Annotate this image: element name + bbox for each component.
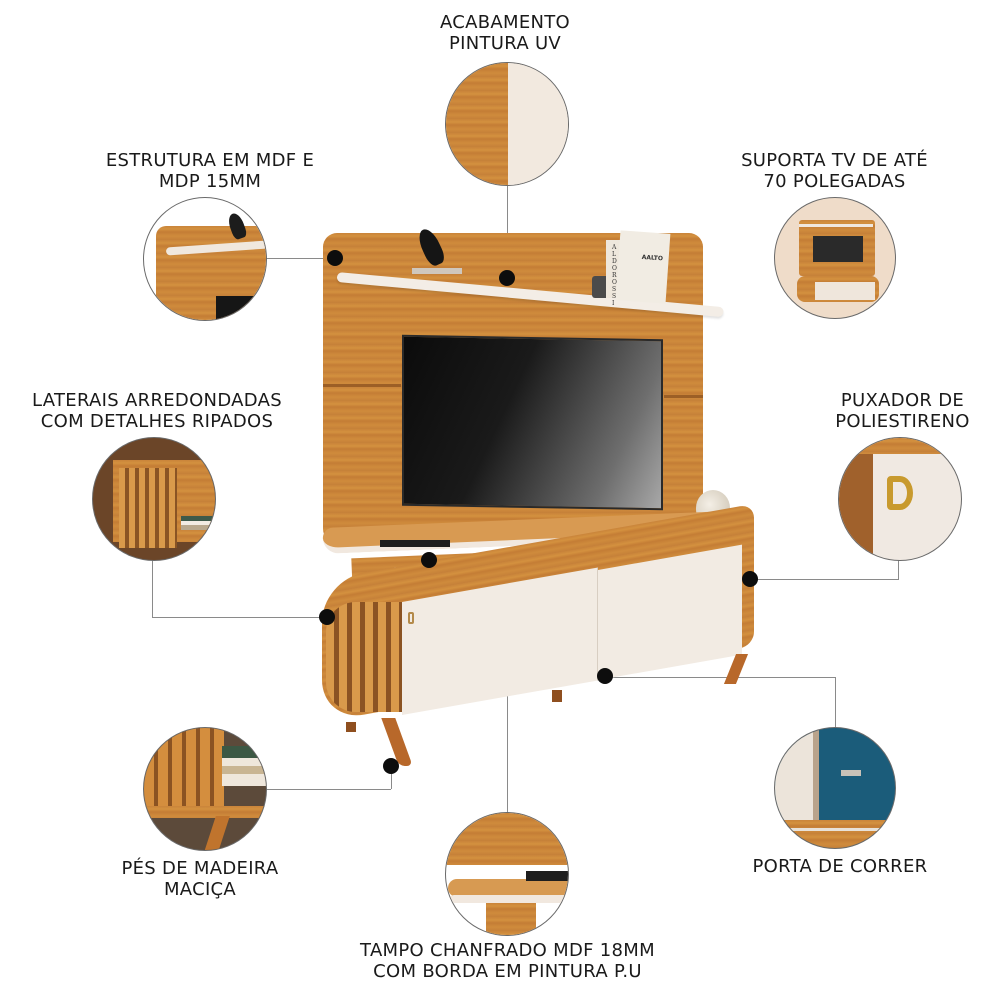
television	[402, 334, 663, 511]
rail-track	[775, 828, 895, 831]
book-title: AALTO	[641, 253, 664, 263]
tampo-panel	[446, 813, 568, 865]
detail-circle-pes	[143, 727, 267, 851]
detail-circle-suporta-tv	[774, 197, 896, 319]
bird-base	[412, 268, 462, 274]
label-puxador: PUXADOR DE POLIESTIRENO	[820, 390, 985, 432]
door-panel	[775, 728, 813, 820]
label-line: LATERAIS ARREDONDADAS	[32, 390, 282, 411]
connector-pes-h	[265, 789, 391, 790]
label-line: ACABAMENTO	[439, 12, 571, 33]
thumb-shelf	[799, 224, 873, 227]
connector-porta-v	[835, 677, 836, 727]
label-line: COM DETALHES RIPADOS	[40, 411, 274, 432]
leg-base	[144, 806, 266, 818]
detail-circle-puxador	[838, 437, 962, 561]
handle-icon	[887, 476, 913, 510]
connector-laterais-h	[152, 617, 327, 618]
door-handle-icon	[408, 612, 414, 624]
frame-top	[839, 438, 961, 454]
callout-dot-acabamento[interactable]	[499, 270, 515, 286]
wooden-leg-icon	[204, 816, 230, 850]
label-line: MACIÇA	[163, 879, 237, 900]
leg-slats	[144, 728, 224, 808]
tv-corner	[216, 296, 266, 320]
tampo-edge	[450, 895, 568, 903]
label-estrutura: ESTRUTURA EM MDF E MDP 15MM	[85, 150, 335, 192]
frame-side	[839, 454, 873, 560]
connector-puxador-v	[898, 560, 899, 580]
leg-back-middle	[552, 690, 562, 702]
door-edge	[813, 728, 819, 820]
book-spine-text: A L D O R O S S I	[612, 244, 617, 307]
callout-dot-estrutura[interactable]	[327, 250, 343, 266]
callout-dot-porta[interactable]	[597, 668, 613, 684]
label-line: 70 POLEGADAS	[763, 171, 906, 192]
panel-groove-2	[664, 395, 703, 398]
connector-pes-v	[391, 766, 392, 789]
label-tampo: TAMPO CHANFRADO MDF 18MM COM BORDA EM PI…	[335, 940, 680, 982]
door-rail	[775, 820, 895, 848]
cream-swatch	[508, 63, 568, 185]
detail-circle-porta	[774, 727, 896, 849]
detail-circle-tampo	[445, 812, 569, 936]
connector-estrutura	[265, 258, 335, 259]
label-acabamento: ACABAMENTO PINTURA UV	[400, 12, 610, 54]
slats	[119, 468, 177, 548]
label-line: ESTRUTURA EM MDF E	[105, 150, 315, 171]
thumb-tv	[813, 236, 863, 262]
leg-books	[222, 746, 266, 786]
connector-porta-h	[605, 677, 835, 678]
label-line: PORTA DE CORRER	[752, 856, 928, 877]
label-laterais: LATERAIS ARREDONDADAS COM DETALHES RIPAD…	[22, 390, 292, 432]
callout-dot-tampo[interactable]	[421, 552, 437, 568]
drawer-handle	[841, 770, 861, 776]
label-line: POLIESTIRENO	[835, 411, 970, 432]
books	[181, 516, 215, 530]
label-pes: PÉS DE MADEIRA MACIÇA	[110, 858, 290, 900]
connector-puxador-h	[750, 579, 898, 580]
connector-laterais-v	[152, 560, 153, 617]
detail-circle-acabamento	[445, 62, 569, 186]
tampo-top	[448, 879, 568, 897]
slatted-side	[326, 602, 402, 712]
leg-front-right	[723, 654, 749, 684]
label-porta: PORTA DE CORRER	[735, 856, 945, 877]
label-line: PUXADOR DE	[840, 390, 965, 411]
panel-groove-1	[323, 384, 401, 387]
callout-dot-pes[interactable]	[383, 758, 399, 774]
label-line: SUPORTA TV DE ATÉ	[741, 150, 928, 171]
callout-dot-laterais[interactable]	[319, 609, 335, 625]
label-suporta-tv: SUPORTA TV DE ATÉ 70 POLEGADAS	[722, 150, 947, 192]
book-aalto: AALTO	[615, 230, 671, 304]
connector-acabamento	[507, 183, 508, 278]
detail-circle-estrutura	[143, 197, 267, 321]
remote-control-icon	[380, 540, 450, 547]
thumb-doors	[815, 282, 875, 300]
label-line: PINTURA UV	[448, 33, 562, 54]
label-line: TAMPO CHANFRADO MDF 18MM	[360, 940, 655, 961]
leg-back-left	[346, 722, 356, 732]
wood-swatch	[446, 63, 508, 185]
detail-circle-laterais	[92, 437, 216, 561]
label-line: MDP 15MM	[158, 171, 262, 192]
callout-dot-puxador[interactable]	[742, 571, 758, 587]
label-line: PÉS DE MADEIRA	[121, 858, 279, 879]
label-line: COM BORDA EM PINTURA P.U	[373, 961, 642, 982]
remote-icon	[526, 871, 568, 881]
tampo-support	[486, 903, 536, 935]
